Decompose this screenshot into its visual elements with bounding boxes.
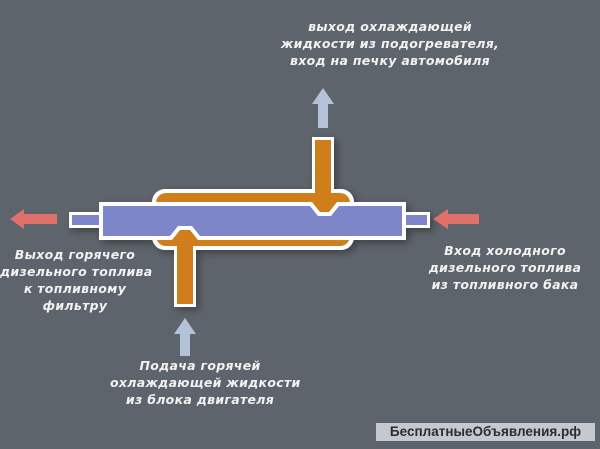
label-line: из топливного бака (431, 277, 579, 292)
coolant-inlet-pipe (177, 238, 193, 304)
label-line: выход охлаждающей (308, 19, 472, 34)
watermark: БесплатныеОбъявления.рф (376, 423, 595, 441)
fuel-out-arrow-icon (10, 209, 57, 229)
coolant-out-arrow-icon (312, 88, 334, 128)
fuel-outlet-tube (72, 215, 106, 225)
fuel-tube (103, 206, 402, 236)
label-line: дизельного топлива (428, 260, 582, 275)
label-line: к топливному (23, 281, 127, 296)
coolant-outlet-pipe (315, 140, 331, 200)
fuel-in-arrow-icon (433, 209, 479, 229)
label-line: Вход холодного (444, 243, 566, 258)
label-coolant-inlet: Подача горячей охлаждающей жидкости из б… (110, 357, 301, 408)
label-line: Подача горячей (139, 358, 261, 373)
label-line: из блока двигателя (125, 392, 275, 407)
label-line: охлаждающей жидкости (110, 375, 301, 390)
label-coolant-outlet: выход охлаждающей жидкости из подогреват… (270, 18, 510, 69)
label-line: дизельного топлива (0, 264, 153, 279)
label-fuel-outlet: Выход горячего дизельного топлива к топл… (0, 246, 153, 314)
coolant-in-arrow-icon (174, 318, 196, 356)
label-line: Выход горячего (14, 247, 136, 262)
fuel-inlet-tube (398, 215, 427, 225)
label-fuel-inlet: Вход холодного дизельного топлива из топ… (420, 242, 590, 293)
heat-exchanger (69, 137, 430, 307)
label-line: жидкости из подогревателя, (280, 36, 500, 51)
label-line: вход на печку автомобиля (290, 53, 490, 68)
label-line: фильтру (42, 298, 108, 313)
